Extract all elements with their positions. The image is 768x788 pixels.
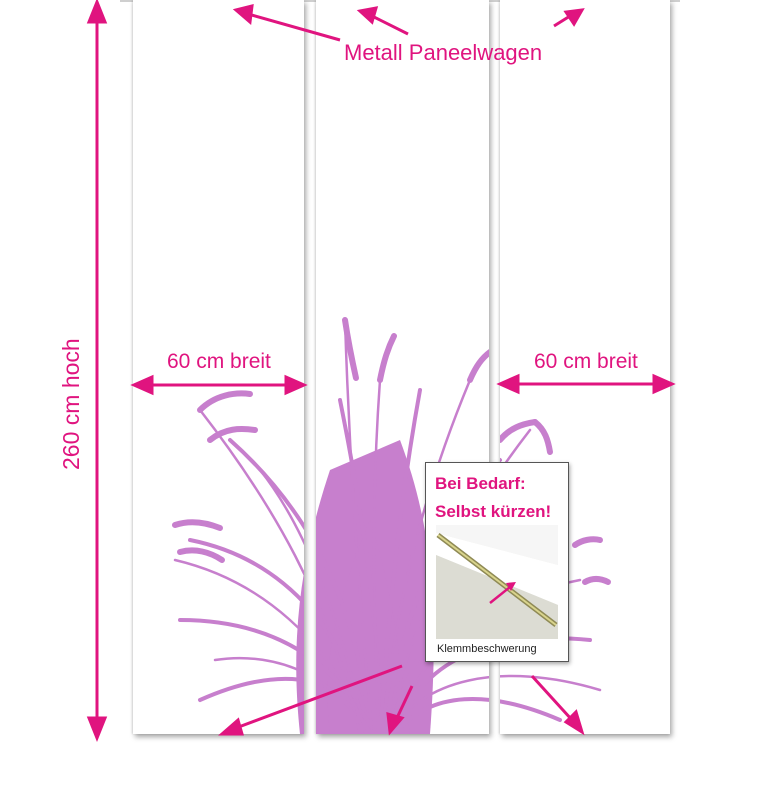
weight-bar-photo <box>436 525 558 639</box>
height-label: 260 cm hoch <box>58 338 84 470</box>
trim-hint-box: Bei Bedarf: Selbst kürzen! Klemmbeschwer… <box>425 462 569 662</box>
panel-left <box>133 0 304 734</box>
hint-title-line1: Bei Bedarf: <box>435 474 526 493</box>
width-label-left: 60 cm breit <box>167 350 271 373</box>
photo-caption: Klemmbeschwerung <box>437 643 537 655</box>
annotation-arrows <box>86 0 676 743</box>
hint-title: Bei Bedarf: Selbst kürzen! <box>435 470 551 526</box>
width-label-right: 60 cm breit <box>534 350 638 373</box>
hint-title-line2: Selbst kürzen! <box>435 502 552 521</box>
panel-carriage-label: Metall Paneelwagen <box>344 40 543 65</box>
